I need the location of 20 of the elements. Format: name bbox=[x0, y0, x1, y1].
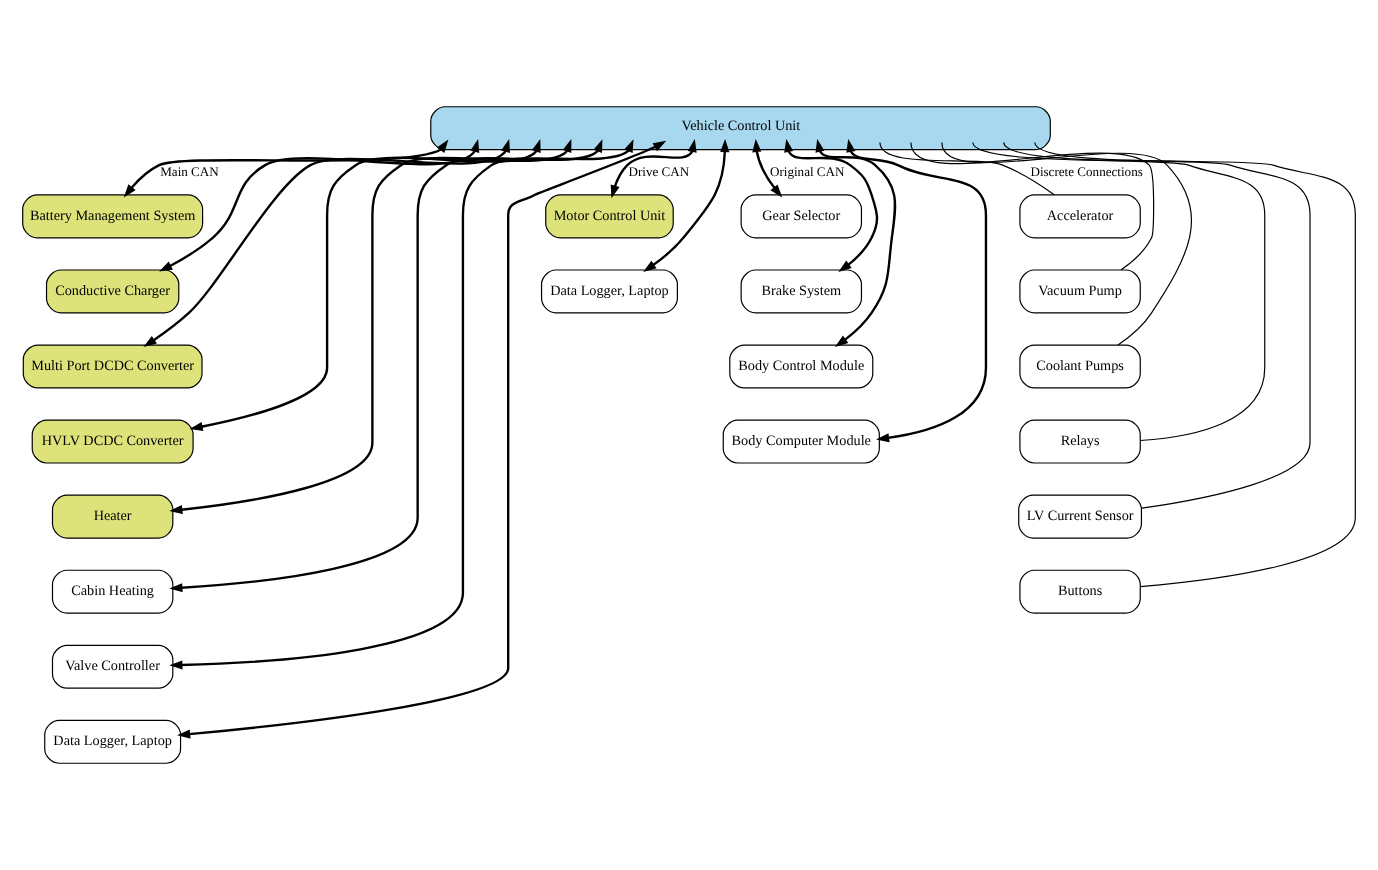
arrow bbox=[643, 138, 730, 272]
arrow bbox=[610, 138, 697, 199]
arrow bbox=[177, 140, 667, 739]
arrow bbox=[169, 139, 603, 593]
arrow bbox=[815, 139, 897, 348]
arrow bbox=[752, 138, 783, 198]
connector bbox=[972, 141, 1266, 442]
arrow bbox=[143, 139, 511, 347]
arrow bbox=[784, 138, 879, 273]
connector bbox=[910, 141, 1155, 271]
arrow bbox=[159, 139, 480, 272]
connector bbox=[879, 141, 1055, 196]
connector bbox=[1034, 141, 1356, 588]
connector bbox=[1003, 141, 1311, 509]
arrow bbox=[169, 139, 634, 670]
arrow bbox=[189, 139, 541, 432]
connector bbox=[941, 141, 1193, 346]
arrow bbox=[846, 138, 988, 443]
arrow bbox=[123, 139, 449, 198]
arrow bbox=[169, 139, 572, 515]
